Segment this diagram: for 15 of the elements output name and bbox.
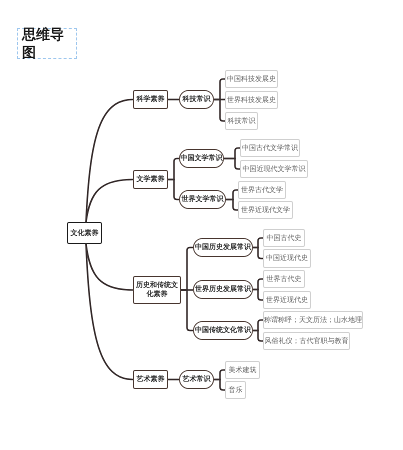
connector-line [181,289,193,332]
connector-line [214,98,225,122]
connector-line [168,178,179,200]
connector-line [253,288,263,301]
connector-line [224,158,240,170]
connector-line [85,178,134,222]
connector-line [168,98,179,100]
connector-line [226,198,238,211]
connector-line [214,378,225,391]
connector-line [85,98,134,222]
connector-line [168,378,179,380]
title: 思维导图 [17,28,77,59]
connector-line [253,246,263,260]
connector-line [253,330,263,342]
connector-line [85,244,134,380]
